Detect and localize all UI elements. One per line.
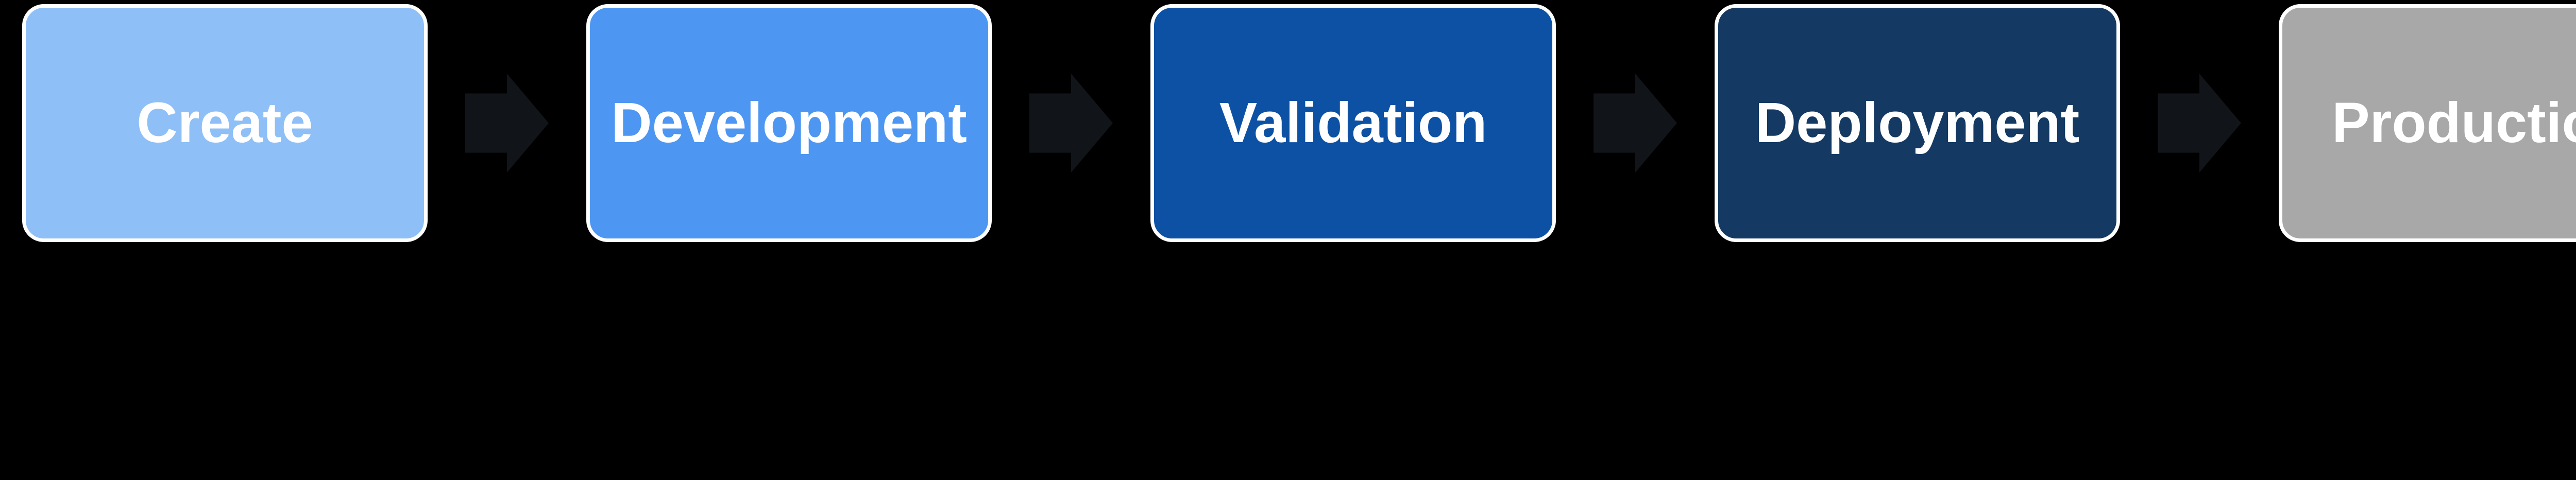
stage-label: Development: [611, 91, 967, 155]
stage-development: Development: [586, 4, 992, 242]
stage-label: Create: [137, 91, 313, 155]
arrow-slot: [2120, 4, 2279, 242]
stage-label: Validation: [1219, 91, 1487, 155]
arrow-slot: [992, 4, 1150, 242]
arrow-right-icon: [1029, 74, 1113, 173]
arrow-slot: [428, 4, 586, 242]
stage-create: Create: [22, 4, 428, 242]
arrow-slot: [1556, 4, 1715, 242]
stage-deployment: Deployment: [1715, 4, 2120, 242]
arrow-right-icon: [2158, 74, 2241, 173]
arrow-right-icon: [1594, 74, 1677, 173]
stage-label: Production: [2332, 91, 2576, 155]
arrow-right-icon: [465, 74, 549, 173]
flow-row: Create Development Validation Deployment…: [22, 4, 2576, 242]
stage-validation: Validation: [1150, 4, 1556, 242]
stage-production: Production: [2279, 4, 2576, 242]
stage-label: Deployment: [1755, 91, 2080, 155]
